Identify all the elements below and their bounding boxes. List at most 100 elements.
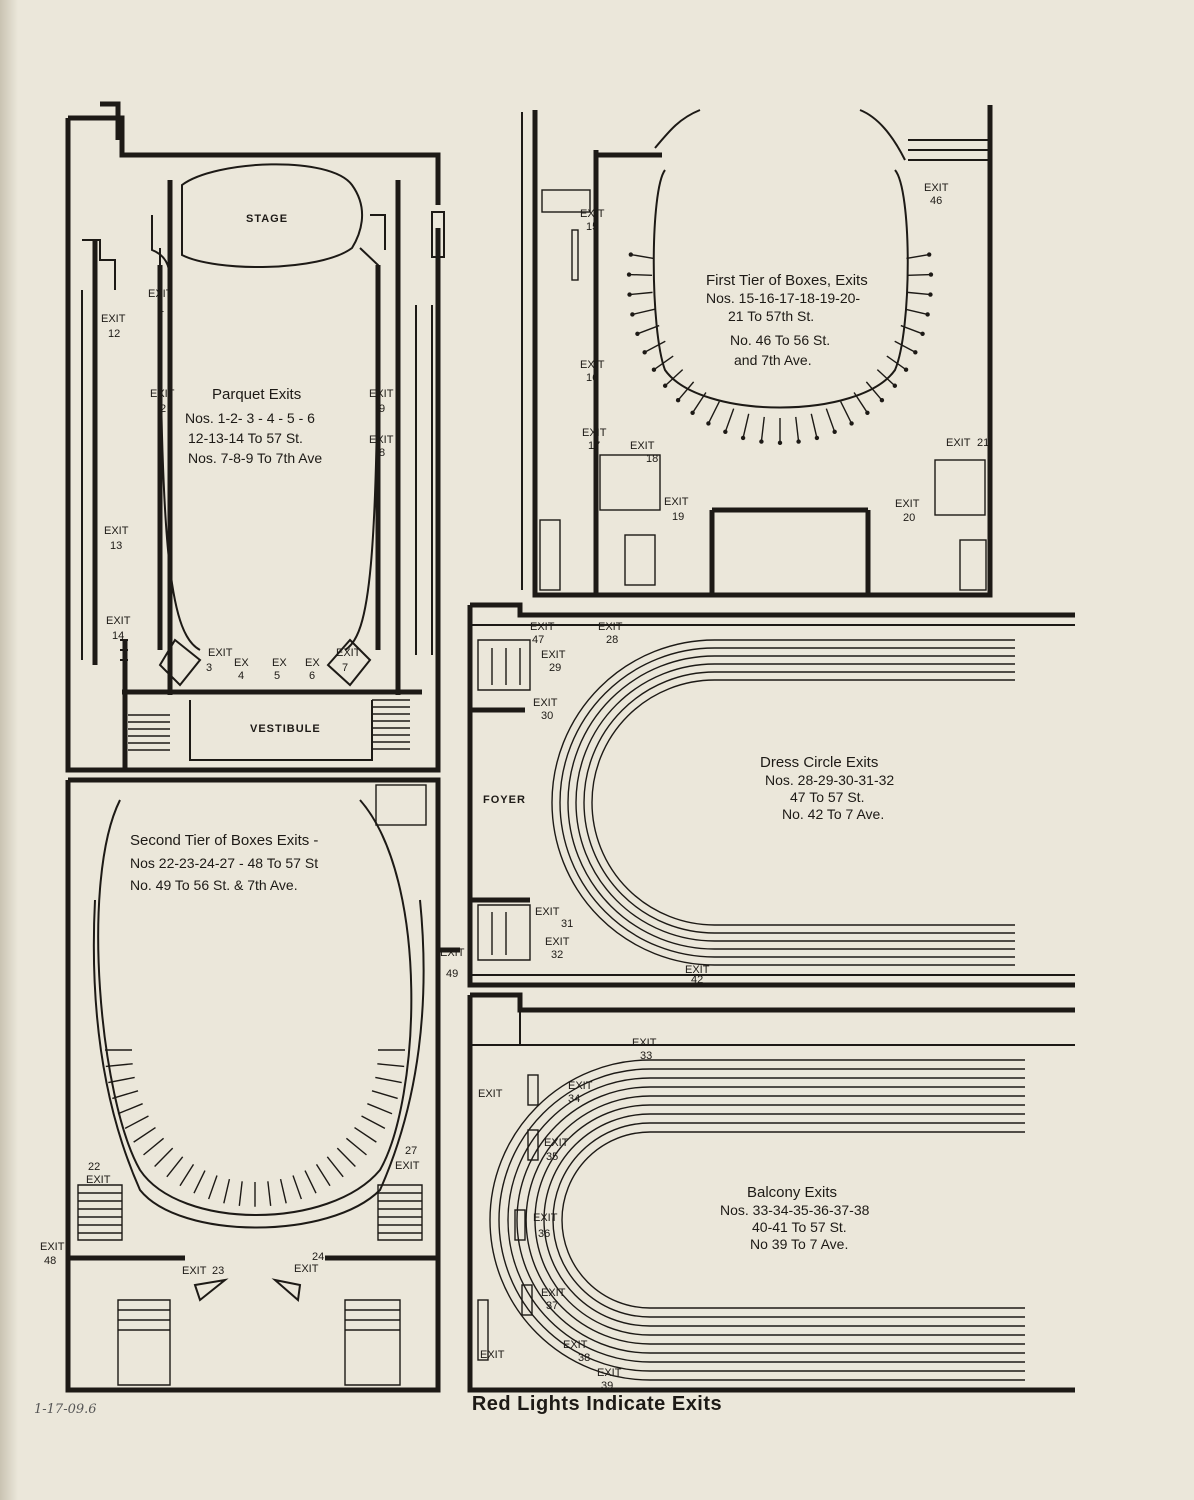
vestibule-label: VESTIBULE xyxy=(250,723,321,735)
svg-text:EXIT: EXIT xyxy=(630,440,655,452)
svg-text:2: 2 xyxy=(160,403,166,415)
svg-text:EXIT: EXIT xyxy=(480,1349,505,1361)
box-divider xyxy=(825,408,836,433)
box-divider-dot xyxy=(651,367,657,372)
box-divider xyxy=(900,324,923,335)
exit-13: EXIT 13 xyxy=(104,525,129,552)
box-divider xyxy=(904,308,928,316)
seating-row xyxy=(498,1068,1025,1372)
balcony-seating-rows xyxy=(489,1059,1025,1381)
svg-text:31: 31 xyxy=(561,918,573,930)
svg-text:15: 15 xyxy=(586,221,598,233)
parquet-line-2: 12-13-14 To 57 St. xyxy=(188,430,303,446)
box-divider-dot xyxy=(832,429,837,435)
box-divider-dot xyxy=(690,410,695,416)
seating-row xyxy=(534,1104,1025,1336)
first-tier-title: First Tier of Boxes, Exits xyxy=(706,272,868,289)
box-divider-dot xyxy=(642,350,647,355)
svg-text:22: 22 xyxy=(88,1161,100,1173)
svg-text:36: 36 xyxy=(538,1228,550,1240)
box-divider xyxy=(292,1175,303,1200)
first-tier-box-dividers xyxy=(626,252,934,446)
box-divider-dot xyxy=(913,350,918,355)
svg-text:13: 13 xyxy=(110,540,122,552)
box-divider xyxy=(907,273,931,277)
box-divider xyxy=(279,1178,287,1204)
box-divider xyxy=(677,381,695,401)
box-divider-dot xyxy=(627,292,632,297)
seating-row xyxy=(583,671,1015,934)
svg-text:EXIT: EXIT xyxy=(568,1080,593,1092)
box-divider-dot xyxy=(849,421,854,426)
box-divider xyxy=(267,1181,272,1206)
box-divider xyxy=(840,401,853,424)
svg-text:16: 16 xyxy=(586,372,598,384)
parquet-line-1: Nos. 1-2- 3 - 4 - 5 - 6 xyxy=(185,410,315,426)
dress-circle-line-2: 47 To 57 St. xyxy=(790,789,864,805)
parquet-line-3: Nos. 7-8-9 To 7th Ave xyxy=(188,450,322,466)
box-divider-dot xyxy=(925,312,930,317)
box-divider-dot xyxy=(926,252,932,257)
svg-text:19: 19 xyxy=(672,511,684,523)
svg-text:EXIT: EXIT xyxy=(106,615,131,627)
svg-text:EXIT: EXIT xyxy=(40,1241,65,1253)
svg-text:21: 21 xyxy=(977,437,989,449)
seating-row xyxy=(516,1086,1025,1354)
balcony-line-3: No 39 To 7 Ave. xyxy=(750,1236,848,1252)
svg-text:6: 6 xyxy=(309,670,315,682)
box-divider xyxy=(692,392,707,414)
box-divider xyxy=(154,1147,174,1167)
first-tier-line-1: Nos. 15-16-17-18-19-20- xyxy=(706,290,860,306)
svg-text:EXIT: EXIT xyxy=(395,1160,420,1172)
svg-text:39: 39 xyxy=(601,1380,613,1392)
svg-text:EXIT: EXIT xyxy=(336,647,361,659)
svg-text:38: 38 xyxy=(578,1352,590,1364)
svg-text:EXIT: EXIT xyxy=(580,208,605,220)
seating-row xyxy=(561,1131,1025,1309)
box-divider xyxy=(629,291,653,296)
svg-text:EXIT: EXIT xyxy=(545,936,570,948)
second-tier-plan: Second Tier of Boxes Exits - Nos 22-23-2… xyxy=(65,777,460,1393)
box-divider xyxy=(124,1115,149,1129)
box-divider-dot xyxy=(796,439,801,444)
box-divider xyxy=(361,1115,386,1129)
box-divider xyxy=(637,324,660,335)
torn-page-edge xyxy=(0,0,18,1500)
svg-text:EXIT: EXIT xyxy=(685,964,710,976)
svg-text:EXIT: EXIT xyxy=(104,525,129,537)
svg-text:EXIT: EXIT xyxy=(182,1265,207,1277)
box-divider xyxy=(629,273,653,277)
seating-row xyxy=(543,1113,1025,1327)
box-divider-dot xyxy=(920,331,925,336)
box-divider-dot xyxy=(759,439,764,444)
box-divider-dot xyxy=(928,272,934,277)
second-tier-title: Second Tier of Boxes Exits - xyxy=(130,832,318,849)
box-divider xyxy=(166,1156,184,1178)
box-divider xyxy=(653,355,674,371)
balcony-line-1: Nos. 33-34-35-36-37-38 xyxy=(720,1202,870,1218)
second-tier-line-1: Nos 22-23-24-27 - 48 To 57 St xyxy=(130,855,318,871)
box-divider xyxy=(644,340,666,353)
first-tier-line-2: 21 To 57th St. xyxy=(728,308,814,324)
dress-circle-line-3: No. 42 To 7 Ave. xyxy=(782,806,884,822)
svg-text:34: 34 xyxy=(568,1093,580,1105)
box-divider xyxy=(742,413,750,439)
seating-row xyxy=(507,1077,1025,1363)
dress-circle-seating-rows xyxy=(551,639,1015,966)
svg-text:EXIT: EXIT xyxy=(895,498,920,510)
